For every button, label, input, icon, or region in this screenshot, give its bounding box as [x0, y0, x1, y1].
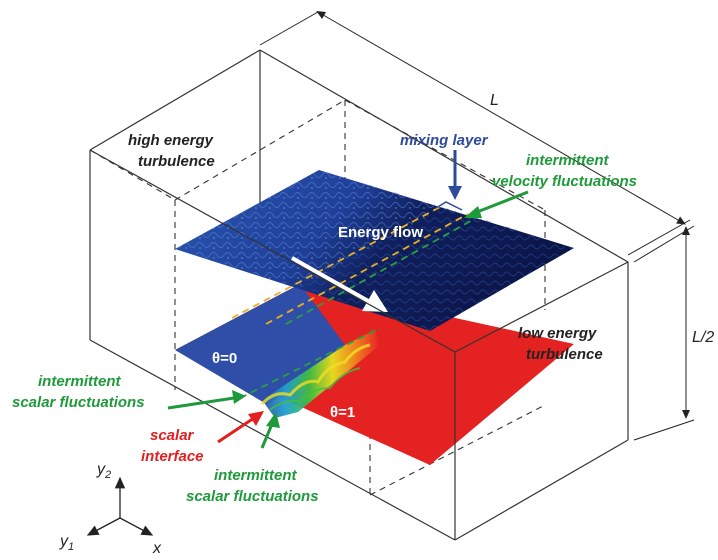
- label-scalar: scalar: [150, 427, 195, 444]
- label-dimension-L: L: [490, 92, 499, 109]
- mixing-dash-green: [285, 217, 477, 325]
- scalar-interface-arrow: [217, 411, 264, 444]
- axis-label-y2: y2: [96, 461, 111, 481]
- label-high-energy: high energy: [128, 132, 214, 149]
- axis-label-x: x: [152, 540, 162, 557]
- label-low-energy: low energy: [518, 325, 597, 342]
- scalar-fluct-bottom-arrow: [260, 412, 280, 449]
- energy-flow-arrow: [291, 256, 388, 312]
- label-intermittent-scalar-bottom: intermittent: [214, 467, 298, 484]
- label-scalar-fluctuations-left: scalar fluctuations: [12, 394, 145, 411]
- mixing-layer-arrow: [435, 150, 463, 211]
- axis-label-y1: y1: [59, 533, 74, 553]
- scalar-interface-band: [262, 330, 380, 418]
- label-energy-flow: Energy flow: [338, 224, 423, 241]
- label-velocity-fluctuations: velocity fluctuations: [492, 173, 637, 190]
- velocity-fluct-arrow: [464, 190, 529, 218]
- label-interface: interface: [141, 448, 204, 465]
- dimension-L2: [633, 225, 695, 441]
- scalar-fluct-left-arrow: [167, 390, 246, 410]
- label-dimension-L2: L/2: [692, 329, 714, 346]
- mixing-dash-yellow-1: [231, 205, 443, 319]
- scalar-dash-line: [239, 327, 381, 399]
- coordinate-axes: [86, 476, 154, 536]
- label-low-energy-turbulence: turbulence: [526, 346, 603, 363]
- label-high-energy-turbulence: turbulence: [138, 153, 215, 170]
- scalar-interface-wiggle: [260, 343, 371, 406]
- label-mixing-layer: mixing layer: [400, 132, 489, 149]
- label-theta0: θ=0: [212, 350, 237, 367]
- scalar-plane: [175, 284, 574, 465]
- annotation-arrows: [167, 150, 529, 449]
- dimension-L: [259, 10, 691, 256]
- label-intermittent-velocity: intermittent: [526, 152, 610, 169]
- mixing-dash-yellow-2: [265, 213, 469, 325]
- label-scalar-fluctuations-bottom: scalar fluctuations: [186, 488, 319, 505]
- label-theta1: θ=1: [330, 404, 355, 421]
- label-intermittent-scalar-left: intermittent: [38, 373, 122, 390]
- box-front-edges: [89, 149, 629, 541]
